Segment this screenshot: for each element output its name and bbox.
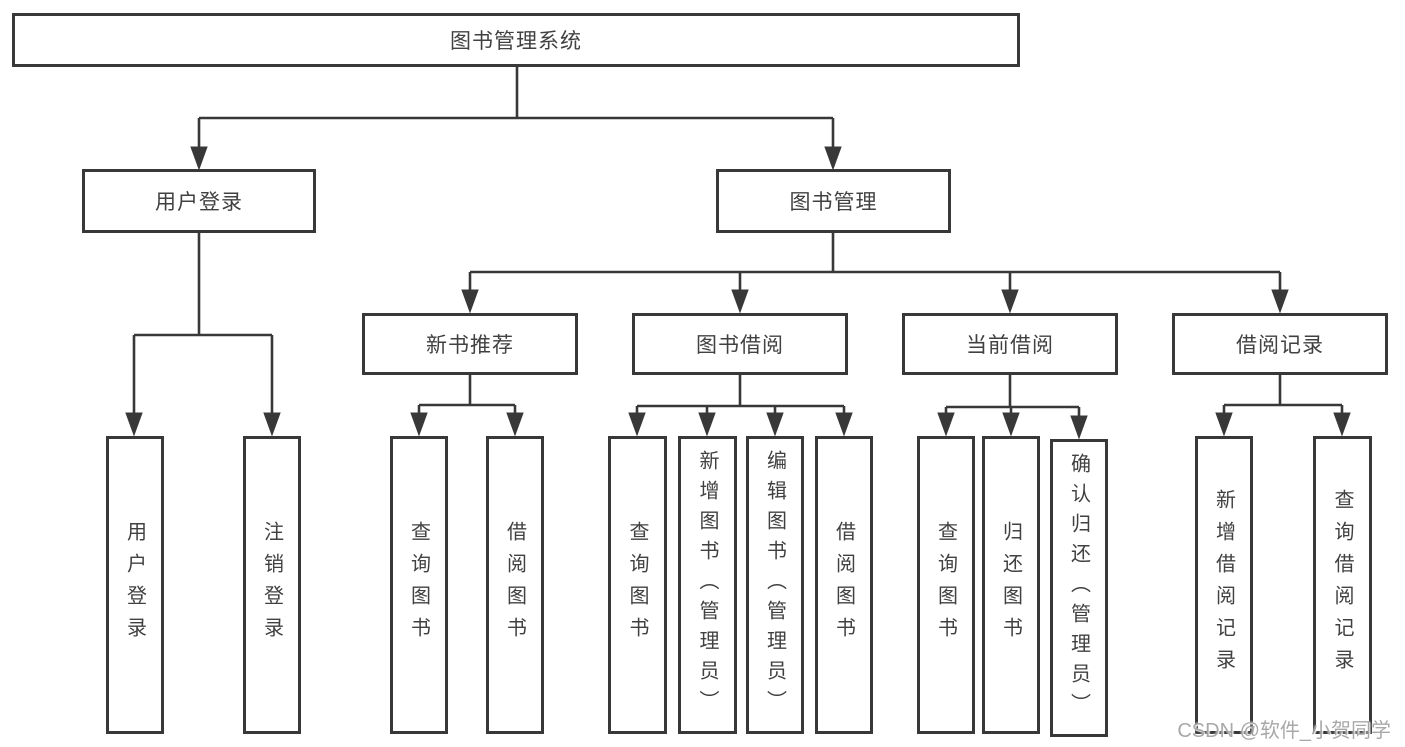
node-user-login: 用户登录 <box>82 169 316 233</box>
leaf-edit-books-admin: 编辑图书（管理员） <box>746 436 804 734</box>
leaf-label: 归还图书 <box>999 521 1022 649</box>
leaf-label: 查询图书 <box>626 521 648 649</box>
leaf-confirm-return-admin: 确认归还（管理员） <box>1050 439 1108 737</box>
leaf-label: 借阅图书 <box>503 521 526 649</box>
leaf-borrow-books: 借阅图书 <box>815 436 873 734</box>
leaf-label: 新增借阅记录 <box>1212 489 1235 681</box>
leaf-return-books: 归还图书 <box>982 436 1040 734</box>
leaf-label: 注销登录 <box>260 521 283 649</box>
node-label: 用户登录 <box>155 191 243 214</box>
node-label: 图书借阅 <box>696 334 784 357</box>
node-label: 图书管理系统 <box>450 30 582 53</box>
leaf-query-books-current: 查询图书 <box>917 436 975 734</box>
node-label: 新书推荐 <box>426 334 514 357</box>
csdn-watermark: CSDN @软件_小贺同学 <box>1177 720 1391 742</box>
node-label: 借阅记录 <box>1236 334 1324 357</box>
leaf-add-books-admin: 新增图书（管理员） <box>678 436 737 734</box>
node-current-borrow: 当前借阅 <box>902 313 1118 375</box>
leaf-user-login: 用户登录 <box>106 436 164 734</box>
leaf-label: 编辑图书（管理员） <box>763 450 786 720</box>
leaf-logout: 注销登录 <box>243 436 301 734</box>
node-book-borrow: 图书借阅 <box>632 313 848 375</box>
node-label: 图书管理 <box>789 191 878 214</box>
leaf-query-books-recommend: 查询图书 <box>390 436 448 734</box>
leaf-label: 新增图书（管理员） <box>696 450 718 720</box>
node-label: 当前借阅 <box>966 334 1054 357</box>
leaf-label: 查询借阅记录 <box>1331 489 1353 681</box>
leaf-add-borrow-record: 新增借阅记录 <box>1195 436 1253 734</box>
leaf-label: 查询图书 <box>407 521 430 649</box>
leaf-label: 查询图书 <box>934 521 957 649</box>
leaf-label: 用户登录 <box>123 521 146 649</box>
node-borrow-records: 借阅记录 <box>1172 313 1388 375</box>
leaf-query-borrow-record: 查询借阅记录 <box>1313 436 1372 734</box>
leaf-borrow-books-recommend: 借阅图书 <box>486 436 544 734</box>
leaf-label: 借阅图书 <box>832 521 855 649</box>
leaf-query-books-borrow: 查询图书 <box>608 436 667 734</box>
node-root-library-management-system: 图书管理系统 <box>12 13 1020 67</box>
node-book-management: 图书管理 <box>716 169 951 233</box>
node-new-book-recommend: 新书推荐 <box>362 313 578 375</box>
leaf-label: 确认归还（管理员） <box>1067 453 1090 723</box>
